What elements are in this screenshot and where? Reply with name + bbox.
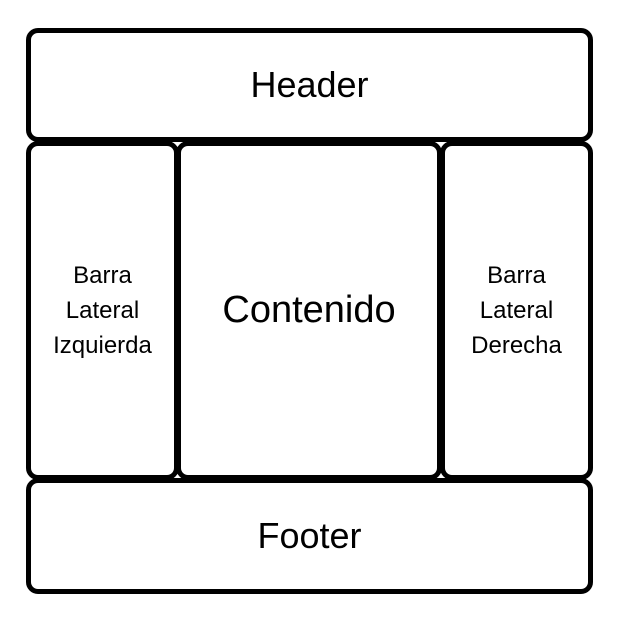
- header-label: Header: [250, 64, 369, 105]
- footer-box: Footer: [26, 478, 593, 594]
- content-label: Contenido: [222, 289, 396, 331]
- header-box: Header: [26, 28, 593, 142]
- left-sidebar-box: Barra Lateral Izquierda: [26, 141, 179, 480]
- right-sidebar-label: Barra Lateral Derecha: [471, 262, 562, 359]
- content-box: Contenido: [176, 141, 442, 480]
- left-sidebar-label: Barra Lateral Izquierda: [53, 262, 152, 359]
- right-sidebar-box: Barra Lateral Derecha: [440, 141, 593, 480]
- footer-label: Footer: [257, 515, 362, 556]
